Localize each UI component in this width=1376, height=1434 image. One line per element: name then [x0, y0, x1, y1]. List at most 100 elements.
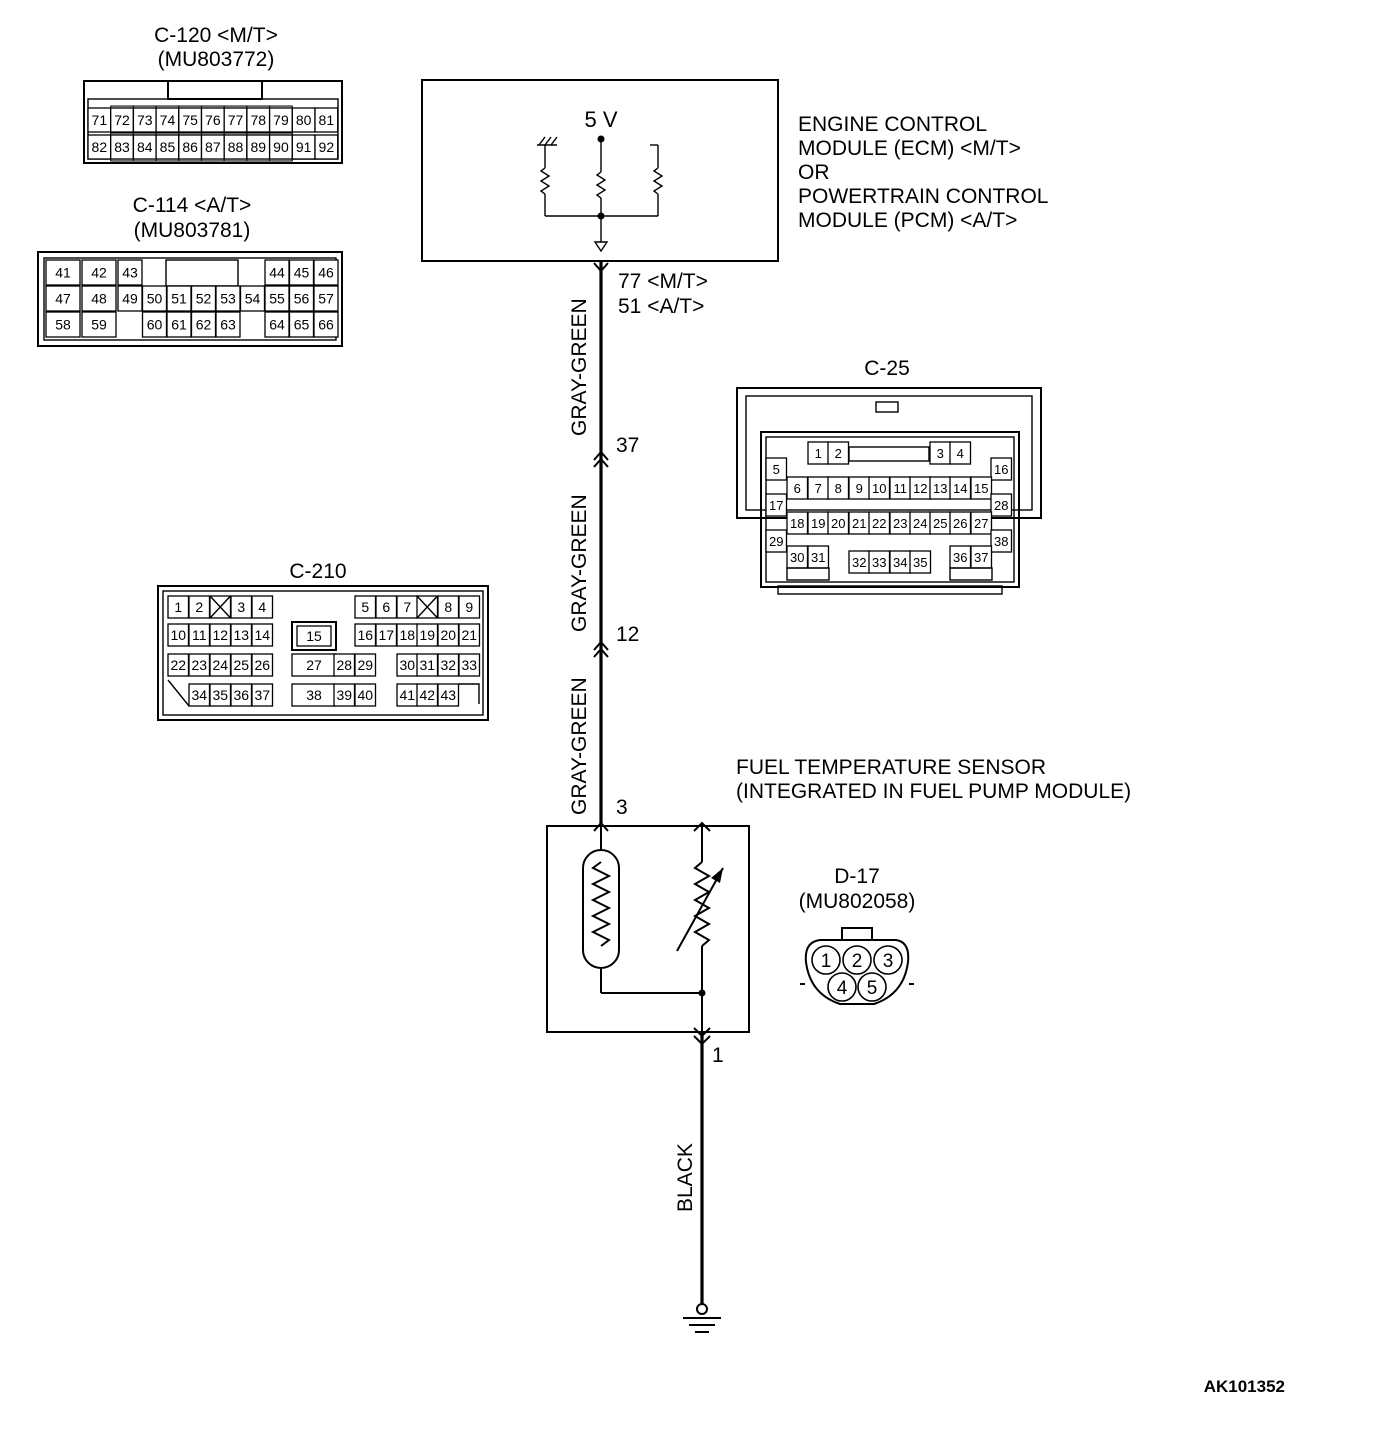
pin-label: 36 — [953, 550, 967, 565]
c210-pin: 14 — [251, 623, 274, 647]
pin-label: 82 — [92, 139, 108, 155]
pin-label: 18 — [790, 516, 804, 531]
pin-label: 18 — [399, 627, 415, 643]
c25-pin: 25 — [929, 511, 952, 535]
c25-pin: 5 — [765, 457, 788, 481]
c120-latch — [167, 80, 263, 100]
pin-label: 30 — [790, 550, 804, 565]
pin-label: 44 — [269, 265, 285, 281]
c210-pin: 11 — [188, 623, 211, 647]
pin-label: 17 — [769, 498, 783, 513]
pin-label: 35 — [913, 555, 927, 570]
pin-label: 48 — [91, 291, 107, 307]
c114-pin: 45 — [288, 259, 315, 286]
ecm-module: 5 V ENGINE CONTROL MODULE (ECM) <M/T> OR… — [421, 79, 1048, 318]
c210-pin: 37 — [251, 683, 274, 707]
d17-pin: 3 — [873, 945, 903, 975]
c210-pin: 39 — [333, 683, 356, 707]
c210-pin: 2 — [188, 595, 211, 619]
pin-label: 41 — [55, 265, 71, 281]
pin-label: 65 — [294, 317, 310, 333]
pin-label: 10 — [872, 481, 886, 496]
c25-pin: 29 — [765, 529, 788, 553]
pin-label: 63 — [220, 317, 236, 333]
c25-pin: 11 — [889, 476, 912, 500]
pin-label: 9 — [465, 599, 473, 615]
c210-pin: 21 — [458, 623, 481, 647]
c25-pin: 31 — [807, 545, 830, 569]
pin-label: 34 — [893, 555, 907, 570]
c114-pin: 66 — [313, 311, 339, 338]
ground-terminal — [696, 1303, 708, 1315]
pin-label: 25 — [933, 516, 947, 531]
pin-label: 4 — [258, 599, 266, 615]
pin-label: 32 — [852, 555, 866, 570]
d17-housing — [804, 939, 910, 1005]
c25-pin: 24 — [909, 511, 932, 535]
pin-label: 84 — [137, 139, 153, 155]
signal-wire: GRAY-GREEN GRAY-GREEN GRAY-GREEN 37 12 3 — [568, 262, 639, 832]
c120-pin: 81 — [314, 107, 339, 133]
c120-pin: 82 — [87, 134, 112, 160]
ecm-label-line5: MODULE (PCM) <A/T> — [798, 209, 1017, 232]
sensor-pin-1: 1 — [712, 1044, 724, 1067]
pin-label: 20 — [440, 627, 456, 643]
c114-pin: 42 — [81, 259, 117, 286]
pin-label: 73 — [137, 112, 153, 128]
c210-pin: 31 — [416, 653, 439, 677]
pin-label: 19 — [811, 516, 825, 531]
c114-pin: 61 — [166, 311, 192, 338]
pin-label: 26 — [254, 657, 270, 673]
c210-pin: 23 — [188, 653, 211, 677]
c114-pin: 49 — [117, 285, 143, 312]
pin-label: 22 — [170, 657, 186, 673]
c114-pin: 41 — [45, 259, 81, 286]
fuel-temperature-sensor: FUEL TEMPERATURE SENSOR (INTEGRATED IN F… — [546, 756, 1131, 1067]
c210-pin: 24 — [209, 653, 232, 677]
pin-label: 23 — [191, 657, 207, 673]
c120-pin: 90 — [268, 134, 293, 160]
pin-label: 25 — [233, 657, 249, 673]
c210-pin: 3 — [230, 595, 253, 619]
c114-key — [165, 259, 239, 287]
c210-pin: 19 — [416, 623, 439, 647]
c120-part-number: (MU803772) — [158, 48, 275, 71]
c25-pin: 18 — [786, 511, 809, 535]
c120-pin: 87 — [200, 134, 225, 160]
pin-label: 12 — [212, 627, 228, 643]
pin-label: 61 — [171, 317, 187, 333]
pin-label: 29 — [357, 657, 373, 673]
reference-code: AK101352 — [1204, 1377, 1285, 1396]
pin-label: 60 — [147, 317, 163, 333]
pin-label: 5 — [867, 978, 878, 999]
c210-pin: 8 — [437, 595, 460, 619]
c25-pin: 19 — [807, 511, 830, 535]
c25-face — [760, 431, 1020, 588]
pin-label: 51 — [171, 291, 187, 307]
c120-pin: 80 — [291, 107, 316, 133]
c120-pin: 73 — [132, 107, 157, 133]
c114-pin: 53 — [215, 285, 241, 312]
pin-label: 88 — [228, 139, 244, 155]
c114-pin: 56 — [288, 285, 315, 312]
c120-pin: 79 — [268, 107, 293, 133]
ecm-pin-at: 51 <A/T> — [618, 295, 704, 318]
pin-label: 53 — [220, 291, 236, 307]
pin-label: 24 — [913, 516, 927, 531]
c25-pin: 17 — [765, 493, 788, 517]
pin-label: 33 — [461, 657, 477, 673]
pin-label: 28 — [994, 498, 1008, 513]
pin-label: 76 — [205, 112, 221, 128]
pin-label: 40 — [357, 687, 373, 703]
pin-label: 21 — [852, 516, 866, 531]
pin-label: 7 — [815, 481, 822, 496]
c210-pin: 27 — [291, 653, 337, 677]
c25-shroud-inner — [745, 395, 1033, 511]
c25-pin: 20 — [827, 511, 850, 535]
d17-name: D-17 — [834, 865, 880, 888]
c210-pin: 36 — [230, 683, 253, 707]
c210-pin: 42 — [416, 683, 439, 707]
pin-label: 64 — [269, 317, 285, 333]
